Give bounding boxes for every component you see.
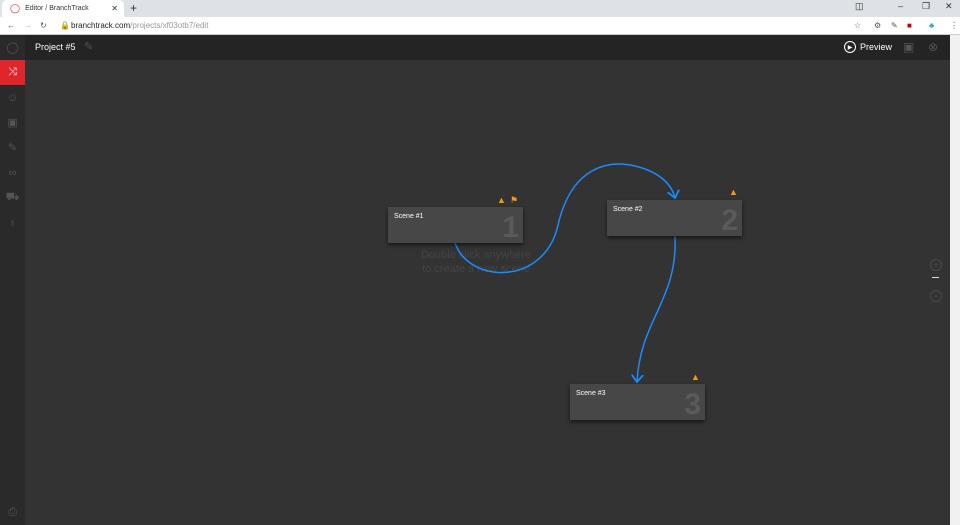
- project-title: Project #5: [35, 42, 76, 52]
- zoom-out-button[interactable]: −: [930, 290, 942, 302]
- scene-card[interactable]: Scene #3 3: [570, 384, 705, 421]
- backgrounds-image-icon[interactable]: ▣: [7, 117, 18, 129]
- scene-name: Scene #1: [394, 213, 424, 220]
- brush-icon[interactable]: ✎: [7, 142, 18, 154]
- scene-card[interactable]: Scene #2 2: [607, 200, 742, 237]
- sidebar: ◯ ⤨ ☺ ▣ ✎ ∞ ⛟ ♁ ⎙: [0, 35, 25, 525]
- close-tab-icon[interactable]: ✕: [111, 4, 118, 13]
- link-scene2-scene3: [637, 235, 676, 382]
- forward-icon[interactable]: →: [24, 21, 32, 30]
- preview-button[interactable]: ▶ Preview: [844, 41, 892, 53]
- new-tab-button[interactable]: +: [130, 1, 138, 15]
- scene-number: 1: [502, 211, 519, 244]
- pdf-extension-icon[interactable]: ■: [907, 21, 912, 30]
- tab-title: Editor / BranchTrack: [25, 5, 89, 12]
- scene-name: Scene #2: [613, 206, 643, 213]
- edit-title-pencil-icon[interactable]: ✎: [84, 41, 94, 53]
- maximize-button[interactable]: ❐: [922, 1, 931, 11]
- link-scene1-scene2: [454, 163, 675, 274]
- characters-icon[interactable]: ☺: [6, 91, 19, 104]
- extension-icon[interactable]: ♣: [929, 21, 935, 30]
- address-bar: ← → ↻ 🔒 branchtrack.com/projects/xf03otb…: [0, 17, 960, 35]
- browser-tab-bar: ◯ Editor / BranchTrack ✕ + ◫ – ❐ ✕: [0, 0, 960, 17]
- print-icon[interactable]: ⎙: [8, 506, 17, 518]
- scenes-flow-icon[interactable]: ⤨: [0, 60, 25, 85]
- link-icon[interactable]: ∞: [8, 166, 17, 179]
- close-editor-icon[interactable]: ⊗: [928, 40, 939, 54]
- warning-icon: ▲: [691, 372, 700, 382]
- branchtrack-logo-icon: ◯: [10, 3, 21, 13]
- url-field[interactable]: branchtrack.com/projects/xf03otb7/edit: [71, 21, 209, 30]
- layout-icon[interactable]: ◫: [855, 1, 864, 11]
- home-logo-icon[interactable]: ◯: [6, 42, 19, 54]
- menu-icon[interactable]: ⋮: [950, 21, 958, 30]
- bookmark-star-icon[interactable]: ☆: [854, 21, 862, 30]
- reload-icon[interactable]: ↻: [40, 21, 47, 30]
- scene-card[interactable]: Scene #1 1: [388, 207, 523, 244]
- extension-icon[interactable]: ⚙: [874, 21, 882, 30]
- browser-tab[interactable]: ◯ Editor / BranchTrack ✕: [2, 0, 124, 17]
- preview-label: Preview: [860, 42, 893, 52]
- zoom-in-button[interactable]: +: [930, 259, 942, 271]
- save-icon[interactable]: ▣: [903, 40, 915, 54]
- lock-icon: 🔒: [60, 21, 70, 30]
- warning-icon: ▲: [497, 195, 506, 205]
- truck-icon[interactable]: ⛟: [5, 190, 20, 203]
- zoom-level-indicator: [932, 277, 939, 278]
- minimize-button[interactable]: –: [898, 1, 904, 11]
- play-icon: ▶: [844, 41, 856, 53]
- close-window-button[interactable]: ✕: [945, 1, 953, 11]
- back-icon[interactable]: ←: [7, 21, 15, 30]
- app-header: [0, 35, 950, 60]
- scene-number: 3: [684, 388, 701, 421]
- warning-icon: ▲: [729, 187, 738, 197]
- scene-number: 2: [721, 204, 738, 237]
- badge-icon[interactable]: ♁: [8, 216, 17, 229]
- extension-icon[interactable]: ✎: [891, 21, 898, 30]
- scene-name: Scene #3: [576, 390, 606, 397]
- start-flag-icon: ⚑: [510, 195, 519, 205]
- scrollbar[interactable]: [950, 35, 960, 525]
